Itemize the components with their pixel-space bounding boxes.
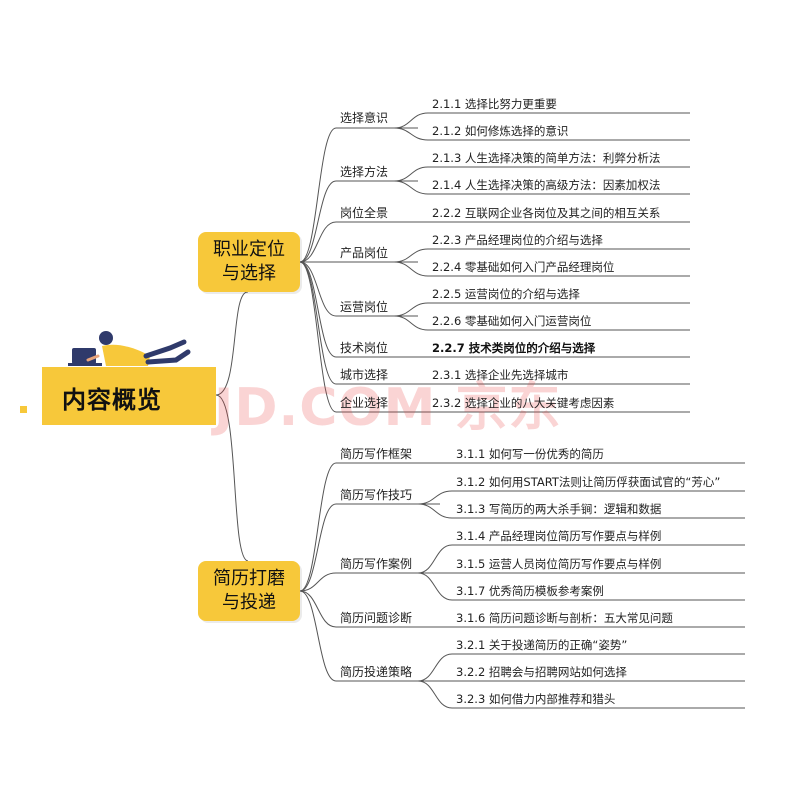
category-label: 技术岗位 [340, 341, 389, 355]
topic-item: 3.1.6 简历问题诊断与剖析：五大常见问题 [456, 611, 673, 625]
category-connector [299, 462, 440, 592]
topic-item: 3.1.2 如何用START法则让简历俘获面试官的“芳心” [456, 475, 721, 489]
category-connector [299, 180, 418, 263]
category-label: 简历问题诊断 [340, 611, 413, 625]
topic-item: 2.1.4 人生选择决策的高级方法：因素加权法 [432, 178, 661, 192]
category-connector [299, 127, 418, 263]
topic-item: 3.1.7 优秀简历模板参考案例 [456, 584, 604, 598]
category-label: 简历写作案例 [340, 557, 413, 571]
branch-box-career [198, 232, 300, 292]
topic-item: 2.2.4 零基础如何入门产品经理岗位 [432, 260, 615, 274]
category-connector [299, 590, 440, 682]
leaf-connector [417, 572, 745, 601]
leaf-connector [417, 653, 745, 682]
category-connector [299, 503, 440, 592]
topic-item: 3.1.1 如何写一份优秀的简历 [456, 447, 604, 461]
leaf-connector [393, 166, 690, 182]
branch-title-line: 简历打磨 [213, 568, 285, 589]
leaf-connector [393, 112, 690, 129]
leaf-connector [417, 503, 745, 519]
root-node-box [42, 367, 216, 425]
leaf-connector [393, 248, 690, 263]
root-title: 内容概览 [62, 386, 162, 414]
topic-item: 2.2.2 互联网企业各岗位及其之间的相互关系 [432, 206, 661, 220]
leaf-connector [393, 302, 690, 317]
category-label: 选择方法 [340, 165, 389, 179]
leaf-connector [393, 180, 690, 195]
accent-square [20, 406, 27, 413]
root-connector [215, 394, 249, 562]
topic-item: 3.2.2 招聘会与招聘网站如何选择 [456, 665, 627, 679]
branch-title-resume: 简历打磨 与投递 [198, 567, 300, 615]
category-connector [299, 221, 418, 263]
topic-item: 2.2.6 零基础如何入门运营岗位 [432, 314, 592, 328]
leaf-connector [393, 127, 690, 141]
branch-title-line: 与选择 [222, 263, 276, 284]
root-connector [215, 291, 249, 396]
branch-title-line: 与投递 [222, 592, 276, 613]
category-label: 岗位全景 [340, 206, 389, 220]
branch-box-resume [198, 561, 300, 621]
branch-title-line: 职业定位 [213, 239, 285, 260]
leaf-connector [393, 315, 690, 331]
category-label: 企业选择 [340, 396, 389, 410]
leaf-connector [417, 680, 745, 709]
topic-item: 2.2.7 技术类岗位的介绍与选择 [432, 341, 596, 355]
topic-item: 3.2.3 如何借力内部推荐和猎头 [456, 692, 616, 706]
topic-item: 2.3.1 选择企业先选择城市 [432, 368, 569, 382]
topic-item: 2.1.3 人生选择决策的简单方法：利弊分析法 [432, 151, 661, 165]
category-label: 简历写作框架 [340, 447, 413, 461]
person-laptop-illustration [68, 331, 191, 366]
topic-item: 2.1.1 选择比努力更重要 [432, 97, 557, 111]
category-connector [299, 261, 418, 317]
topic-item: 2.2.3 产品经理岗位的介绍与选择 [432, 233, 603, 247]
category-connector [299, 590, 440, 628]
topic-item: 3.2.1 关于投递简历的正确“姿势” [456, 638, 628, 652]
category-label: 运营岗位 [340, 300, 389, 314]
accent-square [207, 381, 214, 388]
category-connector [299, 572, 440, 592]
topic-item: 3.1.3 写简历的两大杀手锏：逻辑和数据 [456, 502, 662, 516]
leaf-connector [417, 544, 745, 574]
category-connector [299, 261, 418, 413]
category-label: 简历写作技巧 [340, 488, 413, 502]
category-label: 产品岗位 [340, 246, 389, 260]
category-label: 选择意识 [340, 111, 389, 125]
leaf-connector [417, 490, 745, 505]
leaf-connector [393, 261, 690, 277]
topic-item: 2.3.2 选择企业的八大关键考虑因素 [432, 396, 615, 410]
branch-title-career: 职业定位 与选择 [198, 238, 300, 286]
topic-item: 2.1.2 如何修炼选择的意识 [432, 124, 569, 138]
category-label: 简历投递策略 [340, 665, 413, 679]
category-label: 城市选择 [340, 368, 389, 382]
watermark: JD.COM 京东 [214, 378, 562, 438]
topic-item: 3.1.4 产品经理岗位简历写作要点与样例 [456, 529, 662, 543]
topic-item: 2.2.5 运营岗位的介绍与选择 [432, 287, 580, 301]
topic-item: 3.1.5 运营人员岗位简历写作要点与样例 [456, 557, 662, 571]
